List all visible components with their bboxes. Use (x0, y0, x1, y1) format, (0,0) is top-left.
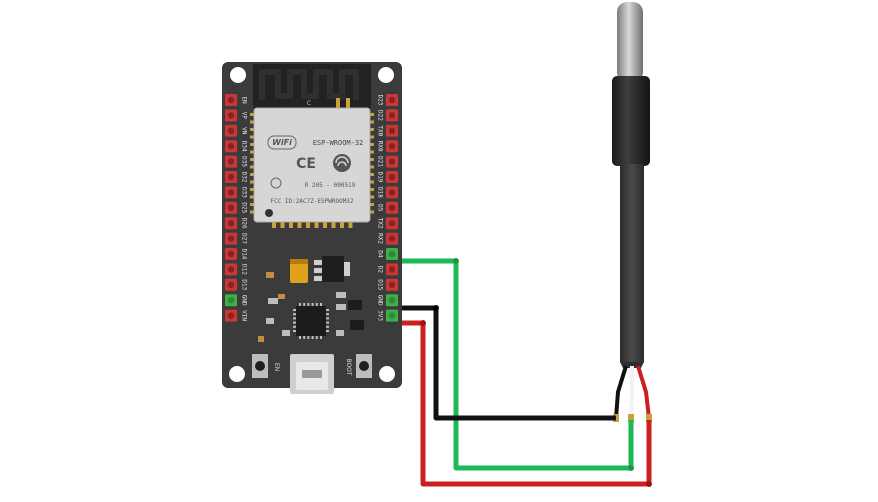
header-pin-gnd[interactable] (386, 294, 398, 307)
header-pin-d14[interactable] (225, 248, 237, 260)
pin-label: D21 (377, 156, 384, 167)
header-pin-vp[interactable] (225, 109, 237, 122)
header-pin-d23[interactable] (386, 94, 398, 106)
header-pin-d32[interactable] (225, 171, 237, 183)
probe-steel-tip (617, 2, 643, 82)
usb-uart-chip (296, 306, 326, 336)
header-pin-tx2[interactable] (386, 217, 398, 230)
mounting-hole (230, 67, 246, 83)
pin-label: D19 (377, 172, 384, 183)
header-pin-d34[interactable] (225, 140, 237, 153)
antenna-mark: C (307, 100, 311, 107)
fcc-id: FCC ID:2AC7Z-ESPWROOM32 (270, 198, 353, 205)
mounting-hole (379, 366, 395, 382)
data-wire (392, 258, 634, 471)
mounting-hole (378, 67, 394, 83)
en-button[interactable] (252, 354, 268, 378)
module-dot (265, 209, 273, 217)
probe-sleeve (612, 76, 650, 166)
pin-label: D33 (241, 187, 248, 198)
pin-label: D2 (377, 266, 384, 274)
pin-label: D15 (377, 279, 384, 290)
pin-label: D18 (377, 187, 384, 198)
recycle-icon (270, 177, 282, 189)
header-pin-d25[interactable] (225, 201, 237, 214)
pin-label: D35 (241, 156, 248, 167)
header-pin-d19[interactable] (386, 171, 398, 183)
pin-label: D14 (241, 249, 248, 260)
header-pin-3v3[interactable] (386, 309, 398, 322)
ce-mark: CE (296, 156, 316, 172)
header-pin-d35[interactable] (225, 155, 237, 168)
header-pin-tx0[interactable] (386, 124, 398, 137)
voltage-regulator (322, 256, 344, 282)
power-wire (392, 320, 652, 487)
header-pin-d4[interactable] (386, 248, 398, 260)
wiring (392, 258, 652, 487)
header-pin-vin[interactable] (225, 309, 237, 322)
pin-label: D23 (377, 95, 384, 106)
header-pin-d5[interactable] (386, 201, 398, 214)
header-pin-d12[interactable] (225, 263, 237, 276)
header-pin-gnd[interactable] (225, 294, 237, 307)
pin-label: GND (241, 295, 248, 306)
pcb-antenna (259, 69, 359, 100)
mounting-hole (229, 366, 245, 382)
wifi-logo: WiFi (272, 138, 292, 147)
wroom-module: C WiFi ESP-WROOM-32 CE R 205 - 000519 FC… (250, 64, 374, 228)
esp32-board: C WiFi ESP-WROOM-32 CE R 205 - 000519 FC… (222, 62, 402, 394)
header-pin-rx0[interactable] (386, 140, 398, 153)
module-brand: ESP-WROOM-32 (313, 139, 364, 147)
pin-label: D26 (241, 218, 248, 229)
boot-label: BOOT (345, 358, 352, 375)
probe-cable (620, 164, 644, 362)
pin-label: VIN (241, 310, 248, 321)
pin-label: D34 (241, 141, 248, 152)
probe-lead-data (629, 366, 634, 419)
smd-components (258, 256, 364, 342)
en-label: EN (273, 363, 280, 371)
micro-usb-port[interactable] (290, 354, 334, 394)
pin-label: VN (241, 127, 248, 135)
header-pin-d21[interactable] (386, 155, 398, 168)
header-pin-d13[interactable] (225, 278, 237, 291)
header-pin-en[interactable] (225, 94, 237, 106)
ground-wire (392, 305, 616, 421)
header-pin-d15[interactable] (386, 278, 398, 291)
probe-lead-power (636, 365, 651, 419)
pin-label: D13 (241, 279, 248, 290)
pin-label: D32 (241, 172, 248, 183)
header-pin-rx2[interactable] (386, 232, 398, 245)
pin-label: TX2 (377, 218, 384, 229)
pin-label: D25 (241, 202, 248, 213)
pin-label: TX0 (377, 125, 384, 136)
header-pin-d18[interactable] (386, 186, 398, 199)
approval-mark: R 205 - 000519 (305, 182, 356, 189)
pin-label: D5 (377, 204, 384, 212)
header-pin-d27[interactable] (225, 232, 237, 245)
capacitor-tantalum (290, 259, 308, 283)
espressif-logo-icon (333, 154, 351, 172)
pin-label: RX2 (377, 233, 384, 244)
header-pin-d33[interactable] (225, 186, 237, 199)
pin-label: D22 (377, 110, 384, 121)
pin-label: 3V3 (377, 310, 384, 321)
header-pin-d2[interactable] (386, 263, 398, 276)
probe-lead-ground (614, 365, 628, 419)
pin-label: D12 (241, 264, 248, 275)
pin-label: EN (241, 96, 248, 104)
temperature-probe (612, 2, 652, 422)
header-pin-d26[interactable] (225, 217, 237, 230)
pin-label: D27 (241, 233, 248, 244)
header-pin-d22[interactable] (386, 109, 398, 122)
header-pin-vn[interactable] (225, 124, 237, 137)
pin-label: VP (241, 112, 248, 120)
pin-label: GND (377, 295, 384, 306)
boot-button[interactable] (356, 354, 372, 378)
pin-label: D4 (377, 250, 384, 258)
pin-label: RX0 (377, 141, 384, 152)
